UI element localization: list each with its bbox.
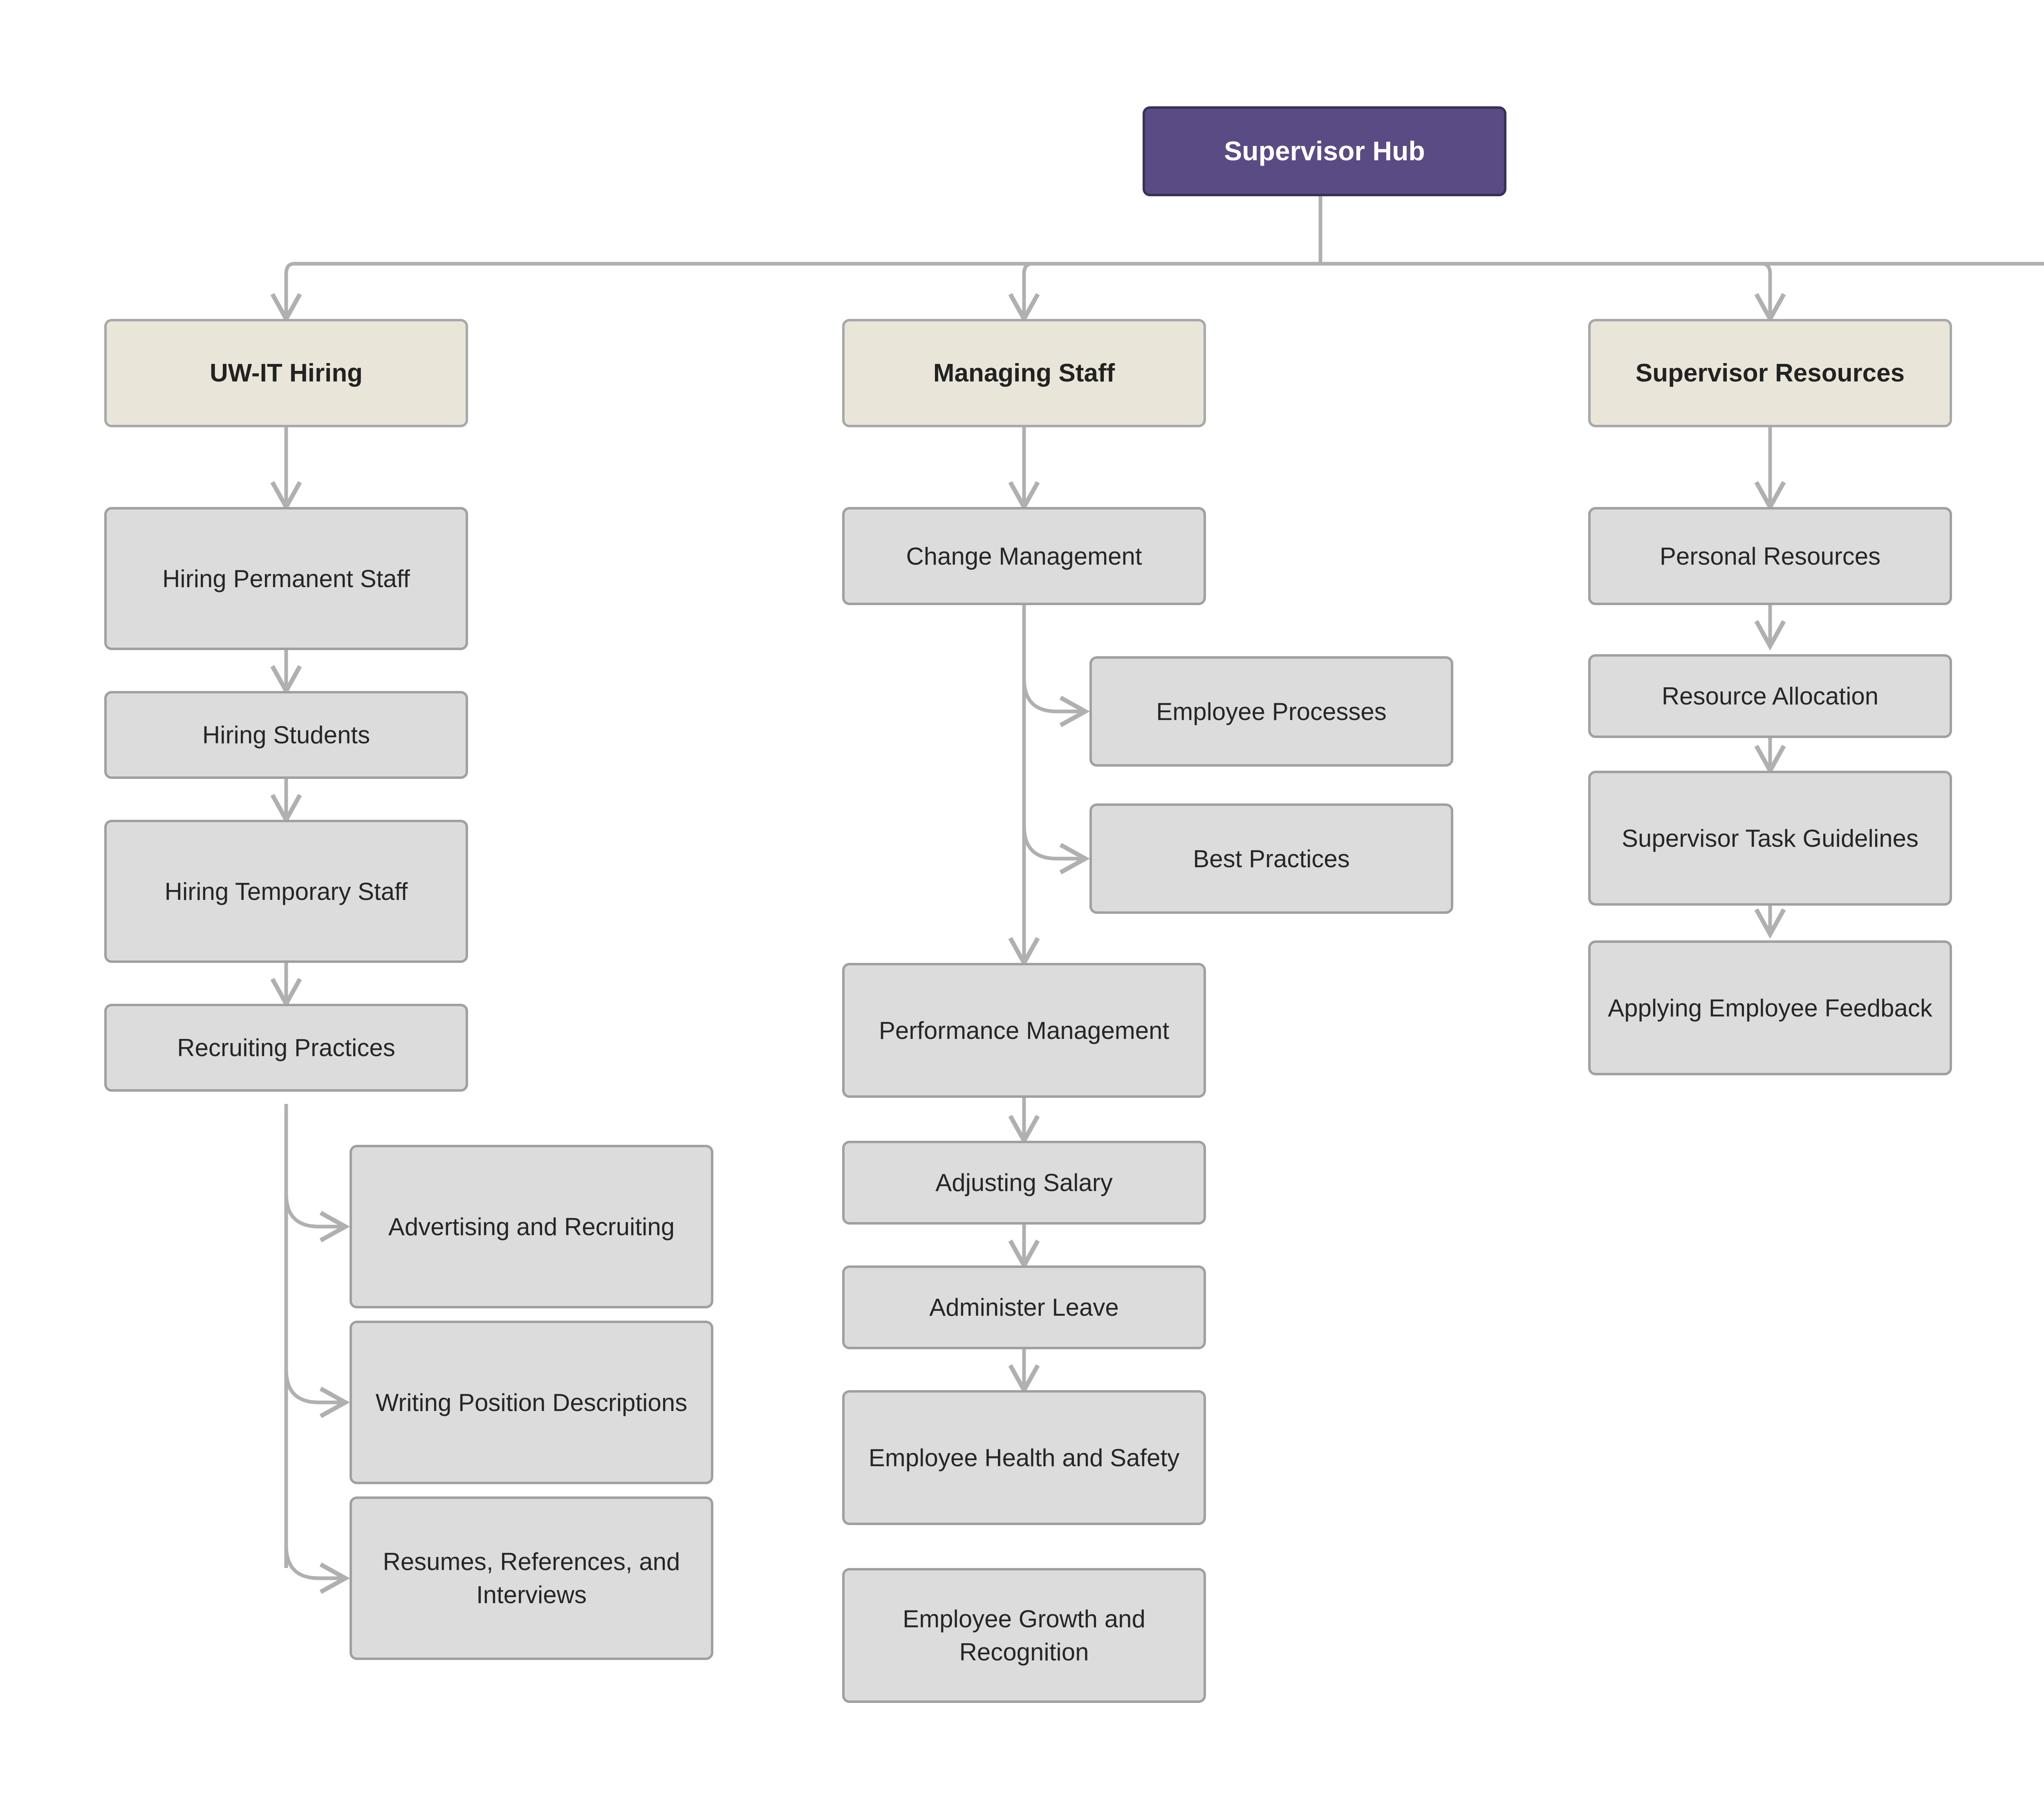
- node-personal-resources[interactable]: Personal Resources: [1588, 507, 1952, 605]
- node-adjusting-salary[interactable]: Adjusting Salary: [842, 1141, 1206, 1225]
- node-label: UW-IT Hiring: [209, 359, 363, 387]
- node-label: Employee Processes: [1156, 698, 1387, 725]
- node-uw-it-hiring[interactable]: UW-IT Hiring: [104, 319, 468, 427]
- node-supervisor-hub[interactable]: Supervisor Hub: [1143, 106, 1506, 196]
- node-label: Supervisor Resources: [1635, 359, 1905, 387]
- node-supervisor-resources[interactable]: Supervisor Resources: [1588, 319, 1952, 427]
- node-managing-staff[interactable]: Managing Staff: [842, 319, 1206, 427]
- node-employee-growth-and-recognition[interactable]: Employee Growth and Recognition: [842, 1568, 1206, 1703]
- node-label: Performance Management: [879, 1016, 1170, 1044]
- node-label: Advertising and Recruiting: [388, 1213, 675, 1240]
- node-hiring-temporary-staff[interactable]: Hiring Temporary Staff: [104, 820, 468, 963]
- node-resource-allocation[interactable]: Resource Allocation: [1588, 654, 1952, 738]
- node-label: Supervisor Hub: [1224, 136, 1425, 166]
- node-performance-management[interactable]: Performance Management: [842, 963, 1206, 1098]
- node-change-management[interactable]: Change Management: [842, 507, 1206, 605]
- node-label: Best Practices: [1193, 845, 1350, 873]
- node-hiring-permanent-staff[interactable]: Hiring Permanent Staff: [104, 507, 468, 650]
- node-employee-health-and-safety[interactable]: Employee Health and Safety: [842, 1390, 1206, 1525]
- node-supervisor-task-guidelines[interactable]: Supervisor Task Guidelines: [1588, 771, 1952, 906]
- node-advertising-and-recruiting[interactable]: Advertising and Recruiting: [350, 1145, 713, 1308]
- node-label: Managing Staff: [933, 359, 1115, 387]
- node-label: Resumes, References, and Interviews: [383, 1548, 680, 1608]
- node-label: Resource Allocation: [1661, 682, 1879, 710]
- node-label: Hiring Permanent Staff: [162, 565, 410, 592]
- node-label: Recruiting Practices: [177, 1034, 395, 1061]
- node-label: Employee Growth and Recognition: [903, 1605, 1145, 1666]
- node-label: Applying Employee Feedback: [1608, 994, 1932, 1022]
- node-label: Personal Resources: [1659, 542, 1881, 570]
- node-label: Supervisor Task Guidelines: [1622, 824, 1918, 852]
- node-label: Hiring Temporary Staff: [164, 877, 408, 905]
- node-employee-processes[interactable]: Employee Processes: [1089, 656, 1453, 767]
- node-label: Writing Position Descriptions: [375, 1389, 688, 1416]
- node-writing-position-descriptions[interactable]: Writing Position Descriptions: [350, 1321, 713, 1484]
- node-recruiting-practices[interactable]: Recruiting Practices: [104, 1004, 468, 1092]
- node-label: Administer Leave: [929, 1294, 1119, 1321]
- node-applying-employee-feedback[interactable]: Applying Employee Feedback: [1588, 940, 1952, 1075]
- node-resumes-references-interviews[interactable]: Resumes, References, and Interviews: [350, 1496, 713, 1660]
- node-label: Change Management: [906, 542, 1142, 570]
- node-hiring-students[interactable]: Hiring Students: [104, 691, 468, 779]
- node-label: Employee Health and Safety: [868, 1444, 1180, 1472]
- node-label: Hiring Students: [202, 721, 370, 749]
- node-administer-leave[interactable]: Administer Leave: [842, 1265, 1206, 1349]
- node-best-practices[interactable]: Best Practices: [1089, 803, 1453, 914]
- node-label: Adjusting Salary: [935, 1169, 1113, 1196]
